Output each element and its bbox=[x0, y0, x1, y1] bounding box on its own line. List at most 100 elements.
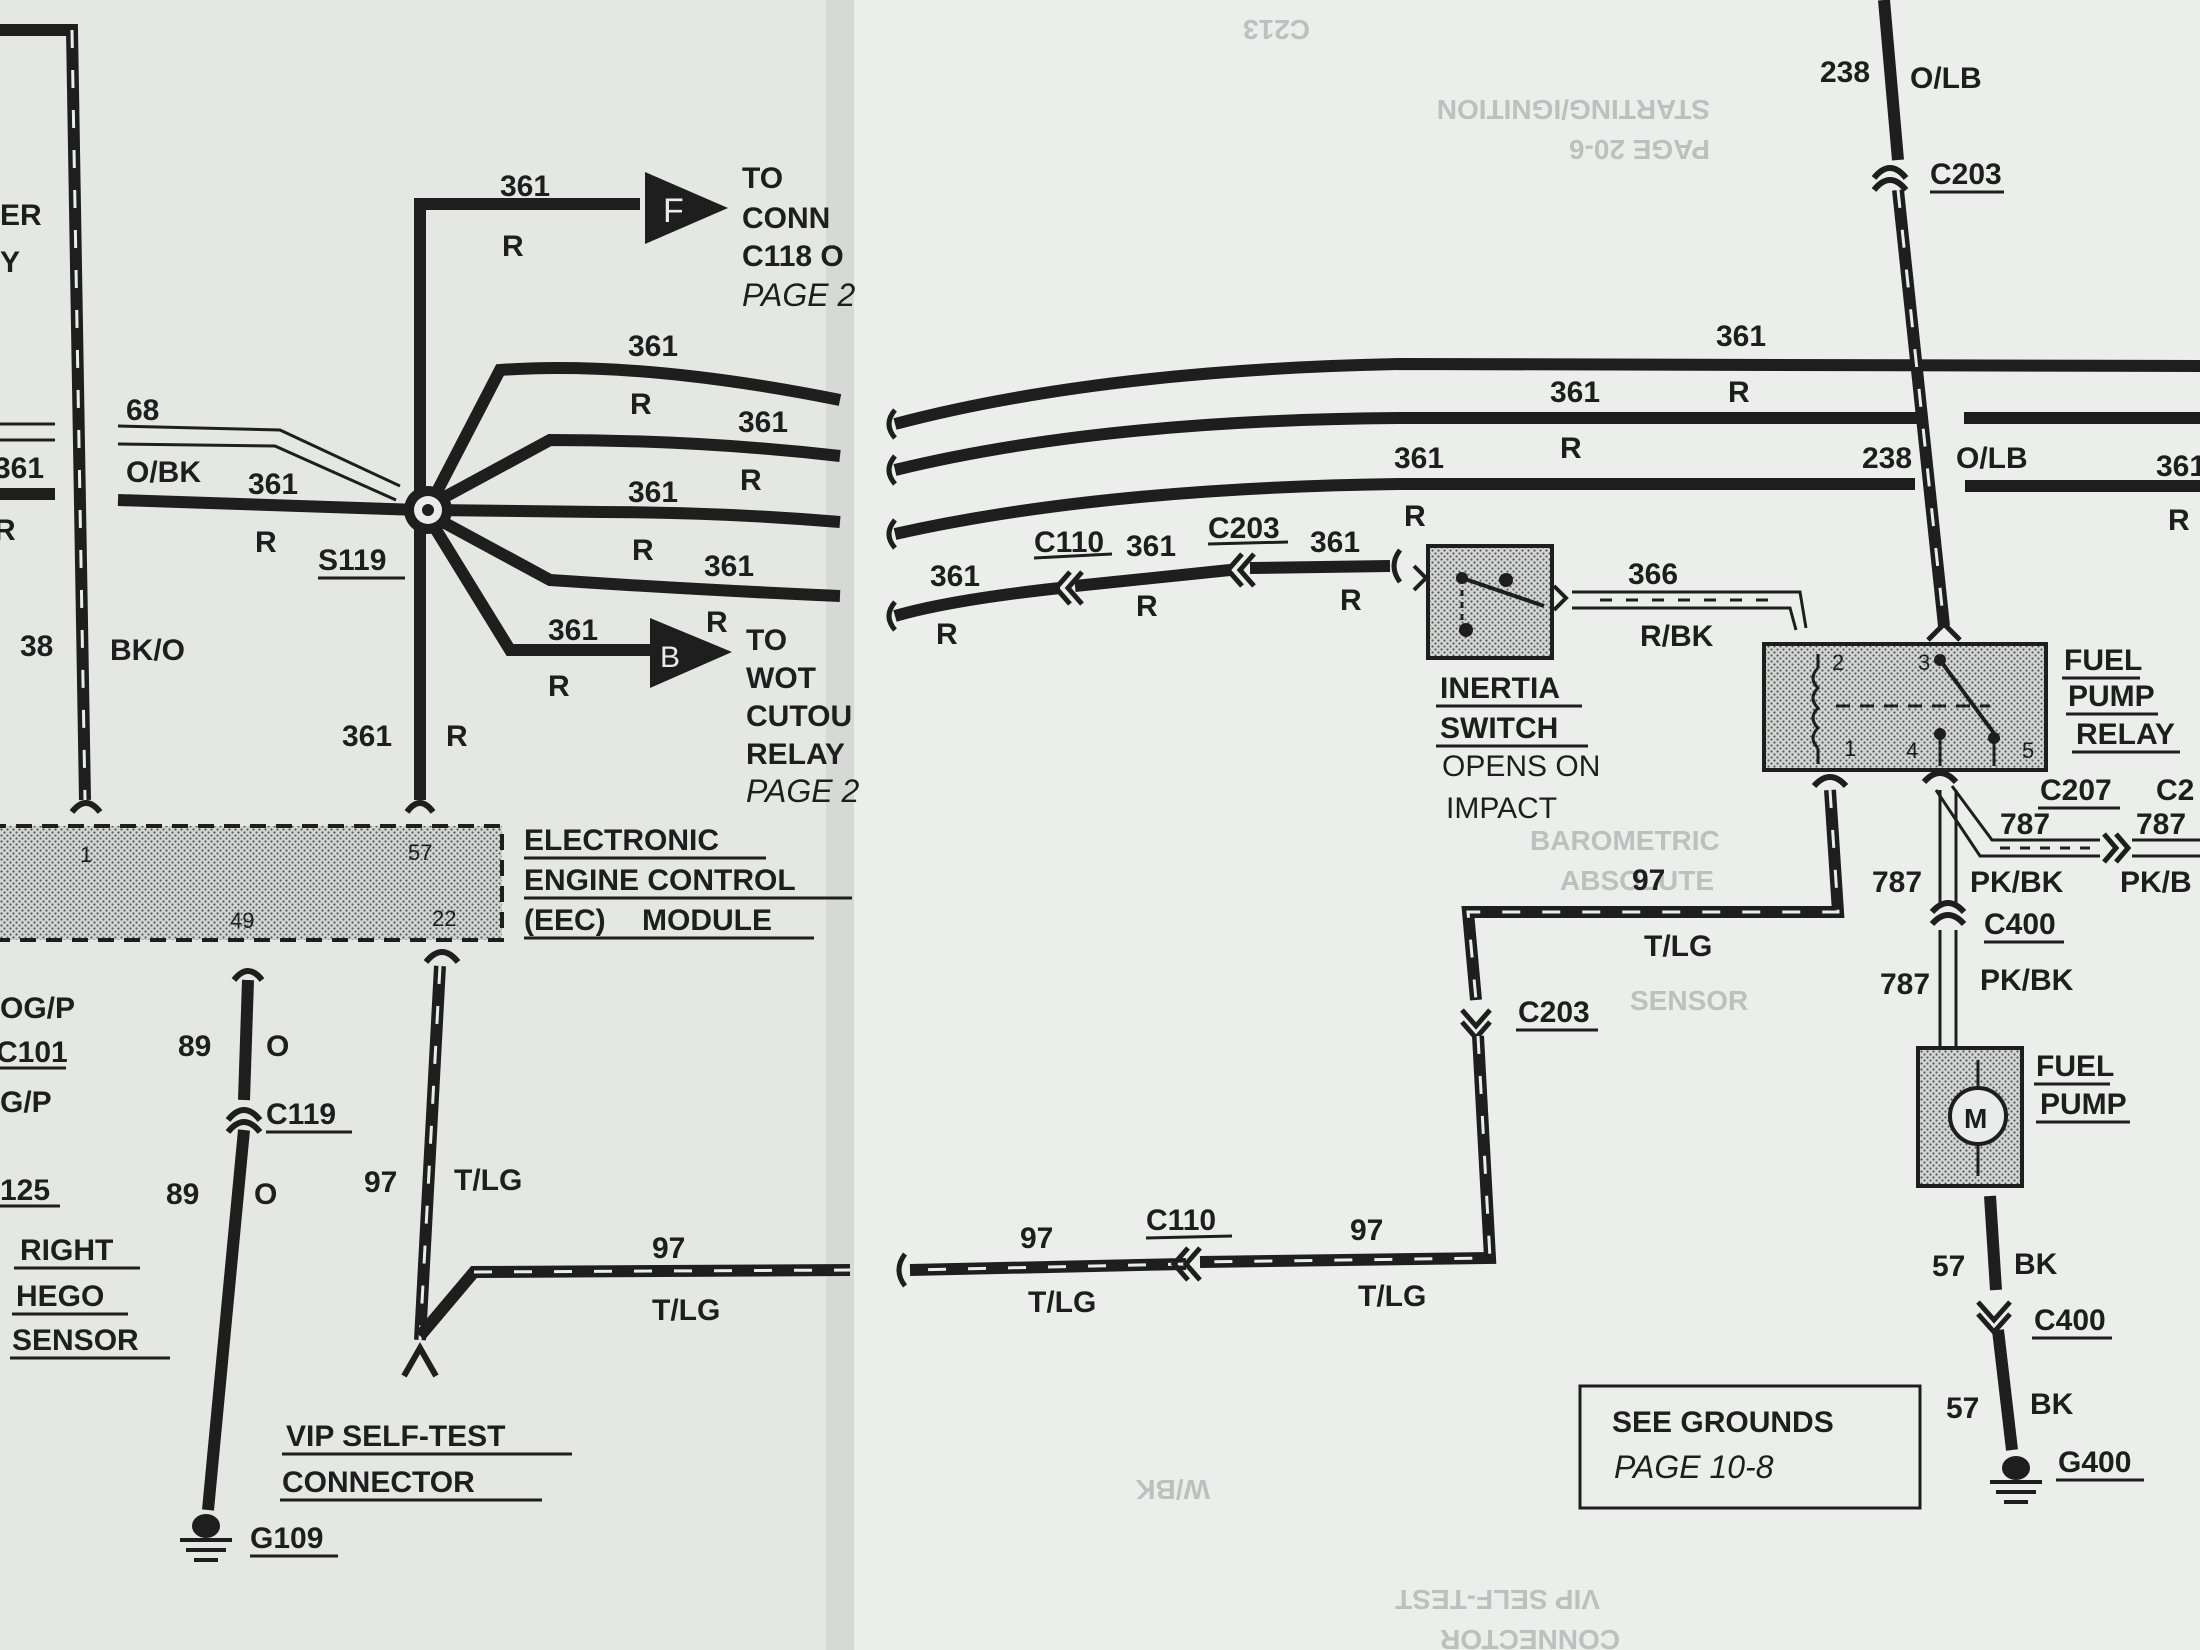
splice-s119-branches: F B bbox=[404, 172, 842, 814]
relay-pin-3: 3 bbox=[1918, 650, 1930, 675]
wire-57-top-number: 57 bbox=[1932, 1250, 1965, 1283]
connector-c2-partial: C2 bbox=[2156, 774, 2194, 807]
wire-787-v2-number: 787 bbox=[1880, 968, 1930, 1001]
relay-label-1: FUEL bbox=[2064, 644, 2142, 677]
wire-89-o: 89 O 89 O bbox=[166, 968, 289, 1511]
wire-97-relay-number: 97 bbox=[1632, 864, 1665, 897]
arrow-b-label: B bbox=[660, 641, 680, 674]
fuel-pump-label-1: FUEL bbox=[2036, 1050, 2114, 1083]
partial-label-ogp: OG/P bbox=[0, 992, 75, 1025]
eec-pin-49: 49 bbox=[230, 908, 254, 933]
wire-361-i2-number: 361 bbox=[1126, 530, 1176, 563]
wire-57-bottom-number: 57 bbox=[1946, 1392, 1979, 1425]
fuel-pump: M bbox=[1916, 1046, 2024, 1188]
wire-361-i1-number: 361 bbox=[930, 560, 980, 593]
wire-361-b1-number: 361 bbox=[628, 330, 678, 363]
ghost-vip: VIP SELF-TEST bbox=[1395, 1584, 1600, 1615]
see-grounds-note: SEE GROUNDS PAGE 10-8 bbox=[1578, 1384, 1922, 1510]
wire-361-edge-number: 361 bbox=[2156, 450, 2200, 483]
wire-38-bko: 38 BK/O bbox=[0, 24, 185, 814]
inertia-label-3: OPENS ON bbox=[1442, 750, 1600, 783]
arrow-f-label: F bbox=[663, 192, 684, 230]
wire-787-h2-number: 787 bbox=[2136, 808, 2186, 841]
ghost-barometric: BAROMETRIC bbox=[1530, 825, 1720, 856]
inertia-label-4: IMPACT bbox=[1446, 792, 1557, 825]
wire-361-r3-number: 361 bbox=[1394, 442, 1444, 475]
wire-787-h1-number: 787 bbox=[2000, 808, 2050, 841]
partial-label-c101: C101 bbox=[0, 1036, 68, 1069]
c118-page: PAGE 2 bbox=[742, 277, 855, 313]
wire-89-top-color: O bbox=[266, 1030, 289, 1063]
fuel-pump-label-2: PUMP bbox=[2040, 1088, 2127, 1121]
partial-label-125: 125 bbox=[0, 1174, 50, 1207]
ref-c118: TO CONN C118 O PAGE 2 bbox=[742, 162, 855, 313]
relay-pin-1: 1 bbox=[1844, 736, 1856, 761]
ground-g109 bbox=[180, 1514, 232, 1562]
wire-361-left-number: 361 bbox=[248, 468, 298, 501]
wire-97-horz-number: 97 bbox=[652, 1232, 685, 1265]
partial-label-r: R bbox=[0, 514, 16, 547]
wire-361-i3-color: R bbox=[1340, 584, 1362, 617]
wire-238-top-color: O/LB bbox=[1910, 62, 1982, 95]
wire-361-r2-color: R bbox=[1560, 432, 1582, 465]
vip-self-test-connector: VIP SELF-TEST CONNECTOR bbox=[280, 1420, 572, 1502]
wire-361-eec-number: 361 bbox=[342, 720, 392, 753]
wire-57-bk: 57 BK 57 BK bbox=[1932, 1195, 2074, 1451]
wire-361-b1-color: R bbox=[630, 388, 652, 421]
note-line-1: SEE GROUNDS bbox=[1612, 1406, 1834, 1439]
ground-g400 bbox=[1990, 1456, 2042, 1504]
wot-to: TO bbox=[746, 624, 787, 657]
wot-3: RELAY bbox=[746, 738, 845, 771]
wire-38-number: 38 bbox=[20, 630, 53, 663]
wire-57-top-color: BK bbox=[2014, 1248, 2058, 1281]
wire-366-number: 366 bbox=[1628, 558, 1678, 591]
wire-238-olb: 238 O/LB 238 O/LB bbox=[1820, 0, 2028, 642]
ref-wot-relay: TO WOT CUTOU RELAY PAGE 2 bbox=[746, 624, 859, 809]
wire-361-r2-number: 361 bbox=[1550, 376, 1600, 409]
wire-361-eec-color: R bbox=[446, 720, 468, 753]
wire-361-b3-color: R bbox=[632, 534, 654, 567]
ghost-wbk: W/BK bbox=[1135, 1474, 1210, 1505]
wire-238-top-number: 238 bbox=[1820, 56, 1870, 89]
wire-361-r1-number: 361 bbox=[1716, 320, 1766, 353]
wire-97-relay: 97 T/LG 97 T/LG 97 T/LG bbox=[896, 774, 1849, 1319]
wire-68-color: O/BK bbox=[126, 456, 201, 489]
hego-3: SENSOR bbox=[12, 1324, 139, 1357]
wire-366-rbk: 366 R/BK bbox=[1572, 558, 1808, 653]
wire-361-r1-color: R bbox=[1728, 376, 1750, 409]
relay-pin-4: 4 bbox=[1906, 738, 1918, 763]
partial-label-361: 361 bbox=[0, 452, 44, 485]
wire-366-color: R/BK bbox=[1640, 620, 1714, 653]
wire-787-pkbk: 787 787 787 PK/BK PK/B 787 PK/BK bbox=[1872, 770, 2200, 1046]
relay-label-2: PUMP bbox=[2068, 680, 2155, 713]
wire-787-v1-number: 787 bbox=[1872, 866, 1922, 899]
wire-238-mid-number: 238 bbox=[1862, 442, 1912, 475]
ghost-text: STARTING/IGNITION PAGE 20-6 BAROMETRIC A… bbox=[1135, 14, 1748, 1650]
eec-label-1: ELECTRONIC bbox=[524, 824, 719, 857]
eec-pin-22: 22 bbox=[432, 906, 456, 931]
relay-pin-2: 2 bbox=[1832, 650, 1844, 675]
partial-label-er: ER bbox=[0, 199, 42, 232]
page-right bbox=[840, 0, 2200, 1650]
book-gutter bbox=[826, 0, 854, 1650]
ground-g109-label: G109 bbox=[250, 1522, 323, 1555]
vip-label-2: CONNECTOR bbox=[282, 1466, 475, 1499]
wire-361-c118-number: 361 bbox=[500, 170, 550, 203]
connector-c110-97: C110 bbox=[1146, 1204, 1216, 1237]
connector-c203-238: C203 bbox=[1930, 158, 2002, 191]
wire-89-bottom-number: 89 bbox=[166, 1178, 199, 1211]
wire-361-left-color: R bbox=[255, 526, 277, 559]
vip-label-1: VIP SELF-TEST bbox=[286, 1420, 505, 1453]
wire-361-r4-color: R bbox=[1404, 500, 1426, 533]
wire-68-obk: 68 O/BK bbox=[117, 394, 401, 502]
wire-361-i1-color: R bbox=[936, 618, 958, 651]
ghost-page: PAGE 20-6 bbox=[1569, 134, 1710, 165]
inertia-switch bbox=[1412, 544, 1569, 660]
hego-1: RIGHT bbox=[20, 1234, 113, 1267]
ghost-sensor: SENSOR bbox=[1630, 985, 1748, 1016]
wire-89-top-number: 89 bbox=[178, 1030, 211, 1063]
wire-361-wot-number: 361 bbox=[548, 614, 598, 647]
ghost-connector: CONNECTOR bbox=[1440, 1624, 1620, 1650]
connector-c400-top: C400 bbox=[1984, 908, 2056, 941]
